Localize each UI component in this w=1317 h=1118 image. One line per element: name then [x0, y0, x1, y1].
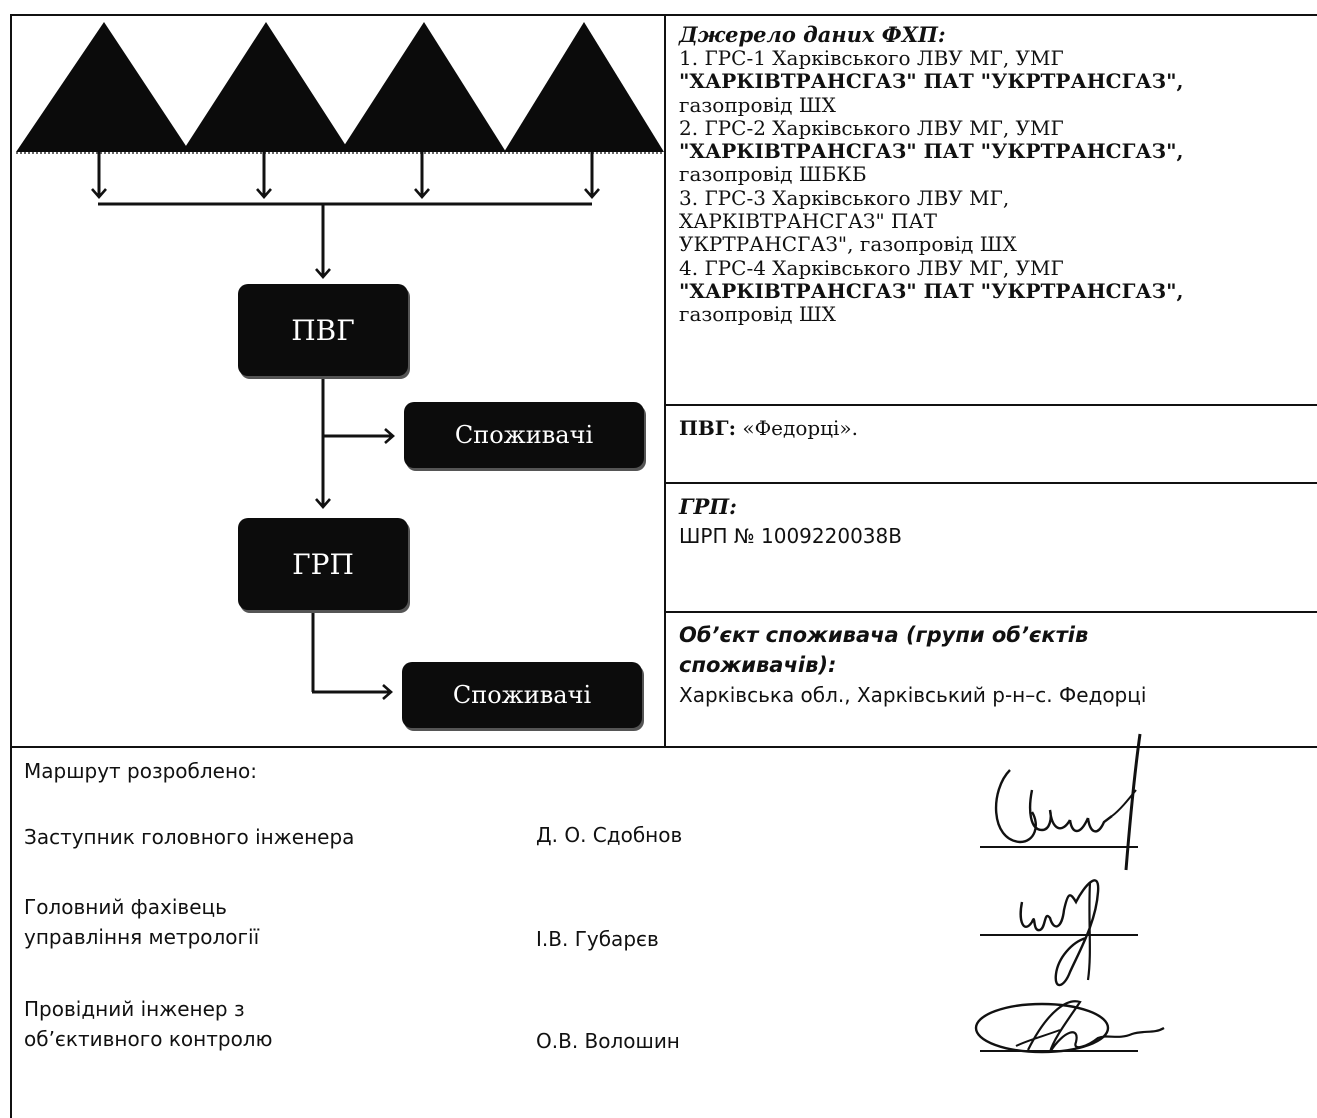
source-triangle-4: [504, 22, 664, 152]
node-consumers-2: Споживачі: [402, 662, 642, 728]
node-consumers-1: Споживачі: [404, 402, 644, 468]
signer-name: І.В. Губарєв: [536, 927, 659, 951]
signer-name-2: І.В. Губарєв: [536, 924, 659, 954]
signer-name: О.В. Волошин: [536, 1029, 680, 1053]
source-line: "ХАРКІВТРАНСГАЗ" ПАТ "УКРТРАНСГАЗ",: [679, 139, 1184, 164]
source-line: 3. ГРС-3 Харківського ЛВУ МГ,: [679, 185, 1010, 210]
source-triangle-3: [340, 22, 506, 152]
pvg-cell: ПВГ: «Федорці».: [679, 416, 858, 440]
source-line: газопровід ШБКБ: [679, 162, 867, 187]
pvg-value: «Федорці».: [742, 416, 859, 440]
signer-name: Д. О. Сдобнов: [536, 823, 683, 847]
source-line: газопровід ШХ: [679, 92, 836, 117]
signer-role-3: Провідний інженер з об’єктивного контрол…: [24, 994, 272, 1054]
document-frame: [10, 14, 1317, 1118]
node-pvg: ПВГ: [238, 284, 408, 376]
row-divider-pvg: [666, 482, 1317, 484]
signer-role-line: Заступник головного інженера: [24, 825, 355, 849]
consumer-object-label: Об’єкт споживача (групи об’єктів: [679, 623, 1089, 647]
source-line: 4. ГРС-4 Харківського ЛВУ МГ, УМГ: [679, 255, 1064, 280]
source-line: "ХАРКІВТРАНСГАЗ" ПАТ "УКРТРАНСГАЗ",: [679, 69, 1184, 94]
node-grp-label: ГРП: [292, 547, 354, 581]
signature-line-1: [980, 846, 1138, 848]
source-line: газопровід ШХ: [679, 302, 836, 327]
signer-role-1: Заступник головного інженера: [24, 822, 354, 852]
source-line: 1. ГРС-1 Харківського ЛВУ МГ, УМГ: [679, 46, 1064, 70]
source-triangle-2: [182, 22, 350, 152]
source-title: Джерело даних ФХП:: [679, 22, 946, 47]
signer-role-line: управління метрології: [24, 925, 260, 949]
source-triangle-1: [16, 22, 190, 152]
node-pvg-label: ПВГ: [291, 313, 355, 347]
row-divider-grp: [666, 611, 1317, 613]
source-line: ХАРКІВТРАНСГАЗ" ПАТ: [679, 209, 937, 234]
handwritten-signature-2: [1019, 879, 1100, 987]
pvg-label: ПВГ:: [679, 416, 736, 440]
flow-diagram-svg: [16, 22, 664, 700]
consumer-object-cell: Об’єкт споживача (групи об’єктів спожива…: [679, 620, 1146, 710]
signature-line-2: [980, 934, 1138, 936]
column-divider: [664, 14, 666, 746]
row-divider-source: [666, 404, 1317, 406]
node-consumers-2-label: Споживачі: [452, 681, 592, 709]
handwritten-signature-1: [994, 733, 1142, 871]
grp-value: ШРП № 1009220038В: [679, 524, 902, 548]
signatures-heading-text: Маршрут розроблено:: [24, 759, 258, 783]
source-line: УКРТРАНСГАЗ", газопровід ШХ: [679, 232, 1017, 257]
signer-role-line: об’єктивного контролю: [24, 1027, 273, 1051]
grp-cell: ГРП: ШРП № 1009220038В: [679, 494, 902, 553]
consumer-object-label: споживачів):: [679, 653, 837, 677]
gas-flow-diagram: ПВГ Споживачі ГРП Споживачі: [12, 16, 664, 746]
signatures-heading: Маршрут розроблено:: [24, 756, 257, 786]
grp-label: ГРП:: [679, 494, 737, 519]
signer-role-line: Головний фахівець: [24, 895, 227, 919]
signer-name-1: Д. О. Сдобнов: [536, 820, 682, 850]
source-line: "ХАРКІВТРАНСГАЗ" ПАТ "УКРТРАНСГАЗ",: [679, 278, 1184, 303]
signer-name-3: О.В. Волошин: [536, 1026, 680, 1056]
source-cell: Джерело даних ФХП: 1. ГРС-1 Харківського…: [679, 22, 1183, 327]
signer-role-line: Провідний інженер з: [24, 997, 245, 1021]
source-line: 2. ГРС-2 Харківського ЛВУ МГ, УМГ: [679, 115, 1064, 140]
node-consumers-1-label: Споживачі: [454, 421, 594, 449]
consumer-object-value: Харківська обл., Харківський р-н–с. Федо…: [679, 683, 1147, 707]
signer-role-2: Головний фахівець управління метрології: [24, 892, 259, 952]
row-divider-signatures: [12, 746, 1317, 748]
node-grp: ГРП: [238, 518, 408, 610]
handwritten-signature-3: [974, 1000, 1165, 1054]
